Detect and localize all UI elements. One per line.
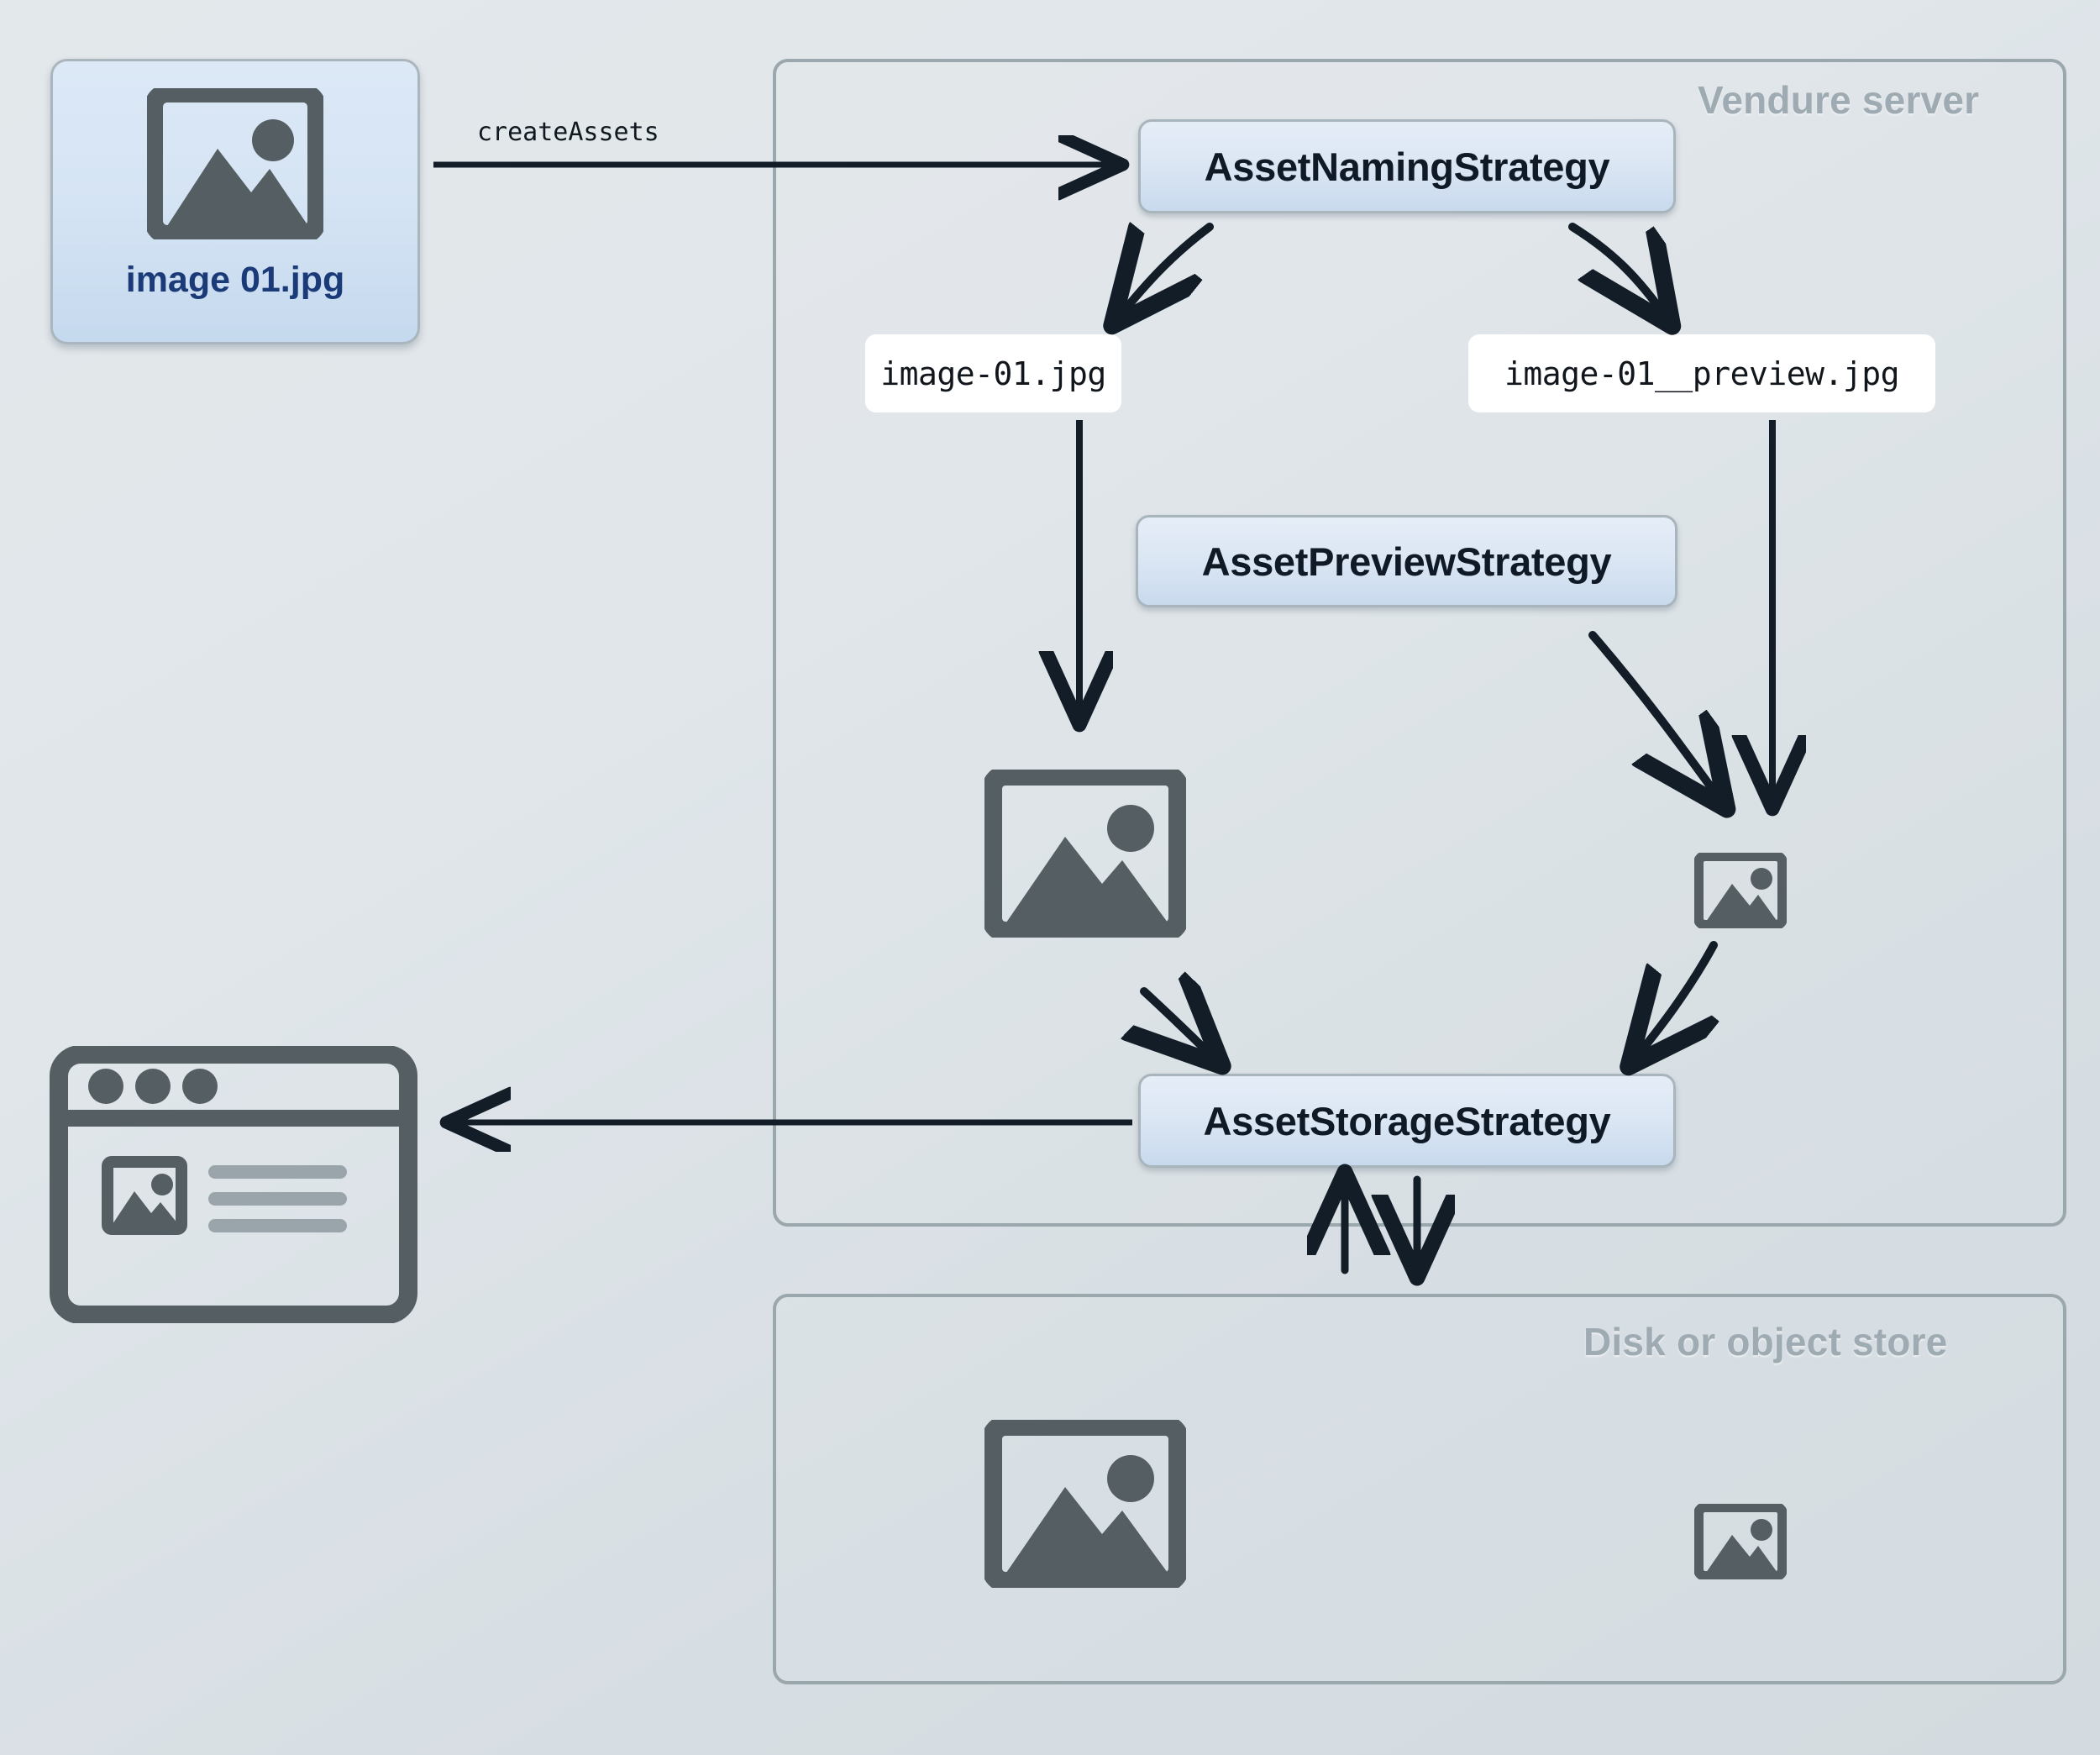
source-file-card[interactable]: image 01.jpg — [50, 59, 420, 344]
asset-storage-strategy-box[interactable]: AssetStorageStrategy — [1138, 1074, 1676, 1168]
filename-original-chip: image-01.jpg — [865, 334, 1121, 412]
asset-naming-strategy-label: AssetNamingStrategy — [1204, 144, 1610, 189]
group-disk-store-label: Disk or object store — [1583, 1320, 1948, 1364]
image-icon — [147, 88, 323, 239]
asset-preview-strategy-box[interactable]: AssetPreviewStrategy — [1136, 515, 1677, 607]
server-original-image-icon — [984, 770, 1186, 938]
stored-preview-image-icon — [1694, 1504, 1787, 1579]
asset-naming-strategy-box[interactable]: AssetNamingStrategy — [1138, 119, 1676, 213]
source-file-card-label: image 01.jpg — [125, 260, 345, 300]
filename-preview-chip: image-01__preview.jpg — [1468, 334, 1935, 412]
edge-label-create-assets: createAssets — [477, 118, 659, 147]
browser-dot-3 — [182, 1069, 218, 1104]
browser-dot-2 — [135, 1069, 171, 1104]
server-preview-image-icon — [1694, 853, 1787, 928]
filename-original-label: image-01.jpg — [880, 355, 1106, 392]
stored-original-image-icon — [984, 1420, 1186, 1588]
asset-storage-strategy-label: AssetStorageStrategy — [1203, 1098, 1611, 1143]
group-vendure-server — [773, 59, 2066, 1227]
group-vendure-server-label: Vendure server — [1698, 78, 1980, 122]
asset-preview-strategy-label: AssetPreviewStrategy — [1201, 539, 1612, 584]
filename-preview-label: image-01__preview.jpg — [1504, 355, 1899, 392]
group-disk-store — [773, 1294, 2066, 1684]
browser-dot-1 — [88, 1069, 123, 1104]
browser-window-icon[interactable] — [49, 1046, 418, 1323]
